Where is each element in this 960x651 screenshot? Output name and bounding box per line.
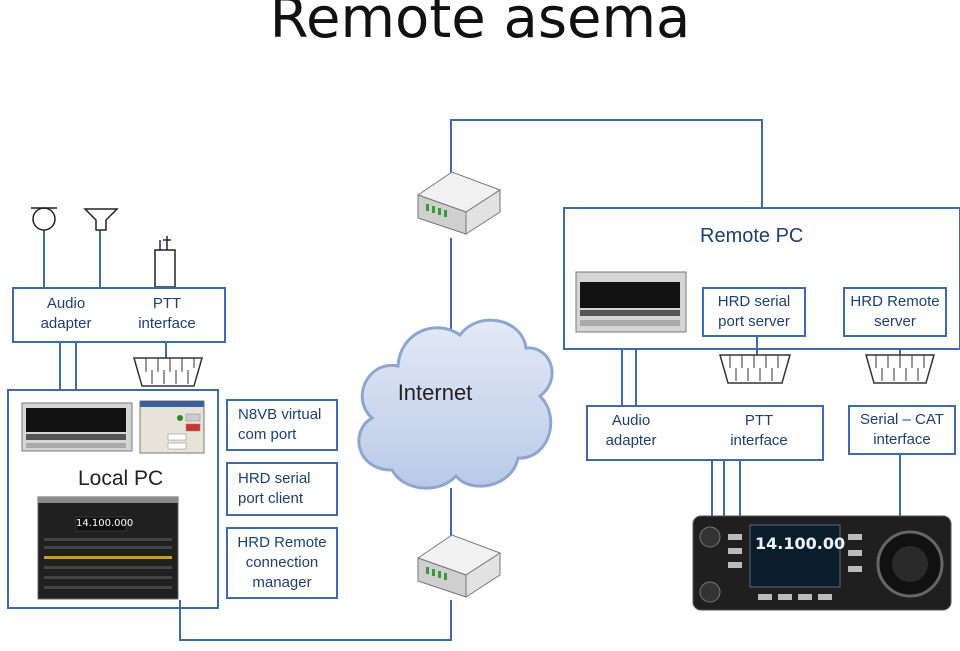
top-left-ptt-interface-label: PTT interface [138,295,196,332]
n8vb-virtual-com-port-box: N8VB virtual com port [226,399,338,451]
hrd-remote-connection-manager-box: HRD Remote connection manager [226,527,338,599]
serial-cat-interface-box: Serial – CAT interface [848,405,956,455]
radio-ptt-interface-label: PTT interface [730,412,788,449]
radio-audio-adapter-label: Audio adapter [605,412,657,449]
serial-connector-icon [719,354,791,384]
n8vb-window [139,400,205,454]
radio-frequency-display: 14.100.00 [755,534,846,553]
cloud-icon [357,318,554,490]
router-icon [416,534,502,598]
radio-interface-group [586,405,824,461]
hrd-remote-server-box: HRD Remote server [843,287,947,337]
local-pc-title: Local PC [78,467,164,490]
router-icon [416,171,502,235]
speaker-icon [83,208,119,231]
remote-pc-audio-window [575,271,687,333]
local-pc-audio-window [21,402,133,452]
serial-connector-icon [865,354,935,384]
remote-pc-title: Remote PC [700,225,804,247]
serial-connector-icon [133,357,203,387]
local-pc-hrd-screen [37,496,179,600]
diagram-title: Remote asema [269,0,691,51]
connection-lines [43,119,901,641]
antenna-icon [154,236,176,288]
transceiver [692,515,952,611]
remote-pc-outline [563,207,960,350]
top-left-audio-adapter-label: Audio adapter [40,295,92,332]
hrd-serial-port-server-box: HRD serial port server [702,287,806,337]
internet-label: Internet [397,380,473,405]
local-pc-outline [7,389,219,609]
hrd-serial-port-client-box: HRD serial port client [226,462,338,516]
local-screen-frequency: 14.100.000 [76,518,134,529]
microphone-icon [31,207,57,231]
top-left-interface-group [12,287,226,343]
